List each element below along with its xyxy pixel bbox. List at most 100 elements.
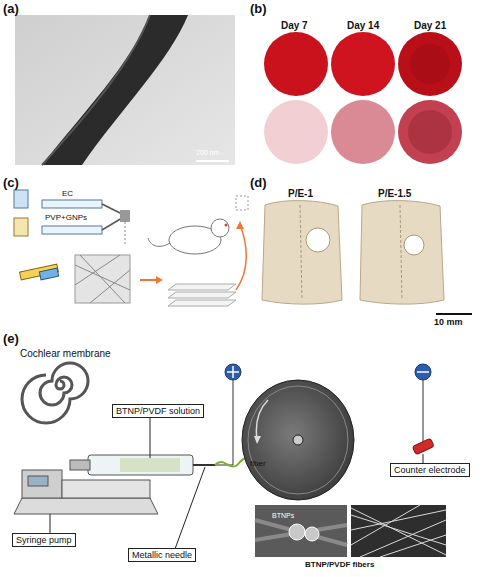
coaxial-spinning-scheme-part [225,224,228,227]
column-heading: Day 14 [347,20,379,31]
electrospinning-setup-part [289,524,305,540]
electrospinning-setup-part [293,435,303,445]
skull-reconstruction-part [306,228,330,252]
scale-bar-text: 10 mm [434,318,463,328]
panel-letter: (c) [3,176,19,190]
callout-box: Counter electrode [390,463,470,477]
coaxial-spinning-scheme-part [42,226,102,234]
electrospinning-setup-part [233,380,234,465]
skull-reconstruction-part [360,201,444,305]
electrospinning-setup-part [28,476,48,486]
electrospinning-setup-part [70,460,90,470]
tem-image-part [42,15,150,165]
coaxial-spinning-scheme-part [39,268,58,280]
figure-caption-text: BTNP/PVDF fibers [305,561,374,570]
coaxial-spinning-scheme-part [168,292,236,298]
coaxial-spinning-scheme-part [42,200,102,208]
leader-lines-part [175,467,205,549]
electrospinning-setup-part [351,505,446,557]
scale-bar-text: 200 nm [196,149,219,157]
callout-text: Syringe pump [16,535,72,545]
part-label: Cochlear membrane [20,348,111,359]
coaxial-spinning-scheme-part [125,222,126,245]
electrospinning-setup-part [22,470,62,498]
electrospinning-setup-part [248,386,348,494]
electrospinning-setup-part [351,505,446,557]
coaxial-spinning-scheme-part [75,255,130,303]
electrospinning-setup-part [88,455,193,475]
stained-wells-part [264,32,328,96]
panel-letter: (d) [250,176,267,190]
electrospinning-setup-part [415,364,431,380]
skull-reconstruction [262,201,472,314]
skull-reconstruction-part [436,313,472,315]
coaxial-spinning-scheme-part [168,284,236,290]
electrospinning-setup-part [254,436,261,444]
skull-reconstruction-part [262,201,342,305]
coaxial-spinning-scheme [14,190,248,306]
sample-label: P/E-1 [288,188,313,199]
callout-box: Metallic needle [128,548,196,562]
stained-wells-part [408,110,452,154]
callout-text: Metallic needle [132,550,192,560]
coaxial-spinning-scheme-part [20,264,59,280]
electrospinning-setup-part [255,520,347,545]
skull-reconstruction-part [300,205,302,300]
panel-letter: (a) [3,2,19,16]
leader-lines [50,417,423,549]
electrospinning-setup-part [120,458,180,472]
coaxial-spinning-scheme-part [102,204,122,230]
tem-image-part [42,15,188,165]
electrospinning-setup [14,363,446,557]
electrospinning-setup-part [22,363,88,423]
electrospinning-setup-part [255,505,347,557]
sample-label: P/E-1.5 [378,188,411,199]
panel-letter: (b) [250,2,267,16]
stained-wells [264,32,462,164]
coaxial-spinning-scheme-part [236,225,246,290]
sem-label: BTNPs [272,512,294,520]
coaxial-spinning-scheme-part [14,218,28,236]
solution-label: EC [62,190,73,199]
electrospinning-setup-part [225,364,241,380]
coaxial-spinning-scheme-part [75,255,130,303]
electrospinning-setup-part [193,464,215,466]
electrospinning-setup-part [305,527,319,541]
stained-wells-part [331,100,395,164]
column-heading: Day 21 [414,20,446,31]
electrospinning-setup-part [423,380,424,442]
coaxial-spinning-scheme-part [120,210,130,222]
coaxial-spinning-scheme-part [148,238,170,246]
callout-text: Counter electrode [394,465,466,475]
leader-lines-part [150,417,151,458]
stained-wells-part [398,32,462,96]
electrospinning-setup-part [256,400,268,440]
skull-reconstruction-part [404,235,424,255]
stained-wells-part [331,32,395,96]
coaxial-spinning-scheme-part [236,221,244,229]
coaxial-spinning-scheme-part [211,219,229,237]
callout-text: BTNP/PVDF solution [116,406,200,416]
tem-image-part [196,160,229,162]
stained-wells-part [264,100,328,164]
coaxial-spinning-scheme-part [168,300,236,306]
electrospinning-setup-part [14,498,158,514]
callout-box: Syringe pump [12,533,76,547]
panel-letter: (e) [3,332,19,346]
electrospinning-setup-part [242,380,354,500]
leader-lines-part [50,514,51,533]
stained-wells-part [398,100,462,164]
tem-image-part [15,15,235,165]
electrospinning-setup-part [62,480,150,498]
solution-label: PVP+GNPs [45,214,87,223]
stained-wells-part [410,44,450,84]
leader-lines-part [423,454,424,463]
coaxial-spinning-scheme-part [156,276,163,284]
coaxial-spinning-scheme-part [14,190,28,208]
electrospinning-setup-part [412,438,434,455]
callout-box: BTNP/PVDF solution [112,404,204,418]
electrospinning-setup-part [417,371,429,373]
column-heading: Day 7 [281,20,308,31]
